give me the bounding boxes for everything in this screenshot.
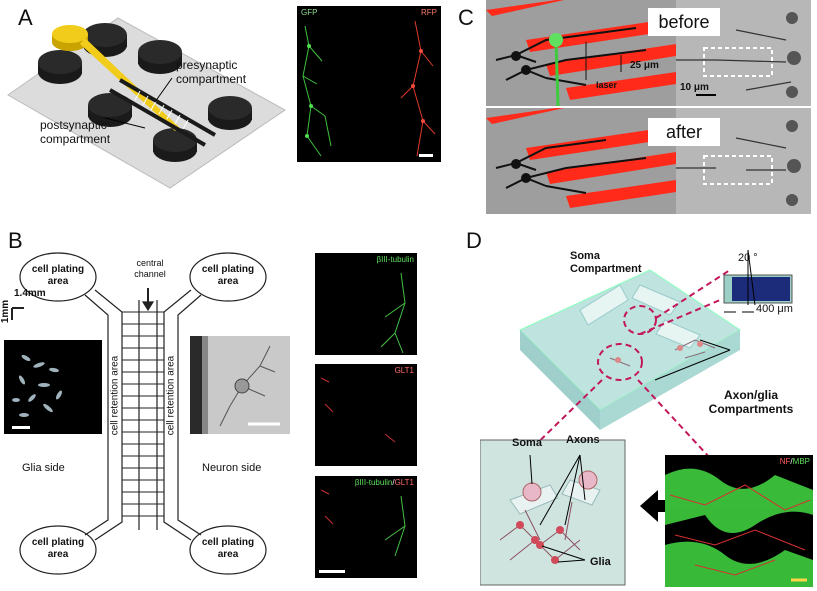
- panel-b-device-outline: [11, 252, 267, 575]
- panel-a-micrograph: GFP RFP: [297, 6, 441, 162]
- scale-bar: [419, 154, 433, 157]
- soma-compartment-label: Soma Compartment: [570, 250, 642, 275]
- axons-label: Axons: [566, 434, 600, 446]
- glia-micrograph: [4, 340, 102, 434]
- scale-bar: [319, 570, 345, 573]
- before-badge: before: [648, 8, 720, 36]
- panel-c-before-illustration: [486, 0, 676, 106]
- merge-micrograph: βIII-tubulin/GLT1: [315, 476, 417, 578]
- panel-b-label: B: [8, 228, 23, 253]
- postsynaptic-label: postsynaptic compartment: [40, 118, 111, 146]
- glt1-micrograph: GLT1: [315, 364, 417, 466]
- panel-c-label: C: [458, 5, 474, 30]
- panel-d-label: D: [466, 228, 482, 253]
- angle-label: 20 °: [738, 252, 758, 264]
- retention-left: cell retention area: [109, 355, 121, 436]
- stain-label-tubulin: βIII-tubulin: [376, 255, 414, 264]
- stain-label-merge-sep: /: [392, 478, 395, 487]
- stain-label-glt1: GLT1: [394, 366, 414, 375]
- stain-label-merge-tubulin: βIII-tubulin: [354, 478, 393, 487]
- neuron-micrograph: [190, 336, 290, 434]
- width-label: 400 μm: [756, 303, 793, 315]
- stain-label-merge-glt1: GLT1: [394, 478, 414, 487]
- presynaptic-label: presynaptic compartment: [176, 58, 247, 86]
- plating-tl: cell plating area: [31, 264, 85, 287]
- plating-tr: cell plating area: [201, 264, 255, 287]
- plating-br: cell plating area: [201, 537, 255, 560]
- central-channel-label: central channel: [134, 258, 166, 279]
- scale-10um: 10 μm: [680, 82, 709, 93]
- glia-side-label: Glia side: [22, 462, 65, 474]
- plating-bl: cell plating area: [31, 537, 85, 560]
- mbp-label: MBP: [792, 457, 810, 466]
- soma-label: Soma: [512, 437, 542, 449]
- neuron-side-label: Neuron side: [202, 462, 262, 474]
- scale-horizontal: 1.4mm: [14, 288, 46, 299]
- stain-label-merge: βIII-tubulin/GLT1: [355, 478, 414, 487]
- nf-mbp-micrograph: NF/MBP: [665, 455, 813, 587]
- axon-glia-label: Axon/glia Compartments: [708, 388, 794, 416]
- panel-c-after-illustration: [486, 108, 676, 214]
- panel-d-device-illustration: [480, 249, 793, 586]
- panel-a-device-illustration: [7, 17, 286, 189]
- gfp-label: GFP: [301, 8, 318, 17]
- nf-mbp-sep: /: [790, 457, 793, 466]
- scale-vertical: 1mm: [0, 299, 12, 324]
- panel-a-label: A: [18, 5, 33, 30]
- beta-tubulin-micrograph: βIII-tubulin: [315, 253, 417, 355]
- retention-right: cell retention area: [165, 355, 177, 436]
- nf-mbp-label: NF/MBP: [780, 457, 810, 466]
- laser-label: laser: [596, 80, 618, 90]
- glia-label: Glia: [590, 556, 611, 568]
- after-badge: after: [648, 118, 720, 146]
- rfp-label: RFP: [421, 8, 437, 17]
- nf-label: NF: [779, 457, 791, 466]
- scale-bar: [12, 426, 30, 429]
- scale-25um: 25 μm: [630, 60, 659, 71]
